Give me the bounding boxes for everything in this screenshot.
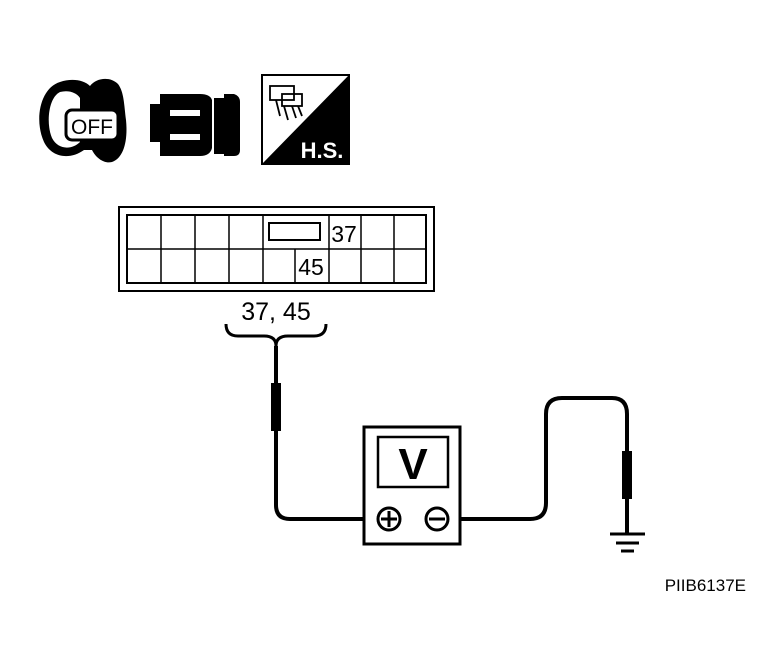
- terminal-brace: [224, 323, 328, 347]
- ignition-off-label: OFF: [71, 116, 113, 139]
- negative-terminal-icon: [424, 506, 450, 532]
- ignition-key-icon: OFF: [39, 78, 127, 163]
- ground-icon: [610, 532, 645, 553]
- negative-lead-wire: [438, 396, 629, 534]
- connector-latch: [268, 222, 321, 241]
- connector-face: 37 45: [118, 206, 435, 292]
- harness-side-icon: H.S.: [261, 74, 350, 165]
- voltmeter-display: [376, 435, 450, 489]
- voltmeter-unit-label: V: [398, 440, 428, 489]
- disconnected-connector-icon: [150, 94, 240, 156]
- positive-lead-wire: [274, 346, 380, 521]
- positive-probe: [271, 383, 281, 431]
- figure-id: PIIB6137E: [665, 576, 746, 595]
- terminal-45-label: 45: [298, 254, 324, 280]
- voltmeter: V: [362, 425, 462, 546]
- terminal-37-label: 37: [331, 221, 357, 247]
- positive-terminal-icon: [376, 506, 402, 532]
- terminal-pair-label: 37, 45: [241, 298, 311, 326]
- harness-side-label: H.S.: [301, 138, 344, 163]
- negative-probe: [622, 451, 632, 499]
